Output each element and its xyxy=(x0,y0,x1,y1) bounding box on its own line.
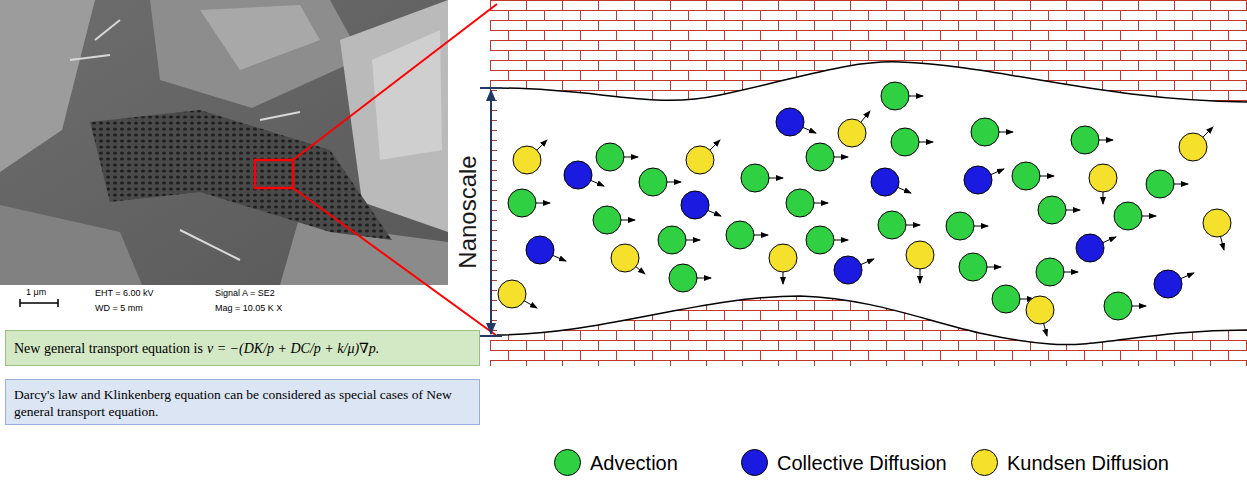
legend-text: Collective Diffusion xyxy=(777,451,947,475)
zoom-line xyxy=(293,4,497,160)
legend-entry: Kundsen Diffusion xyxy=(971,449,1169,476)
transport-equation: v = −(DK/p + DC/p + k/μ)∇p. xyxy=(207,341,379,356)
sem-image xyxy=(0,0,448,285)
legend-text: Advection xyxy=(590,451,678,475)
scale-label: 1 μm xyxy=(26,287,46,297)
legend-entry: Collective Diffusion xyxy=(741,449,947,476)
sem-parameter: Mag = 10.05 K X xyxy=(215,303,282,313)
dimension-label: Nanoscale xyxy=(454,155,482,268)
legend-swatch xyxy=(554,449,581,476)
legend-swatch xyxy=(741,449,768,476)
molecules xyxy=(498,82,1231,336)
scale-bar xyxy=(20,299,58,307)
note-text: Darcy's law and Klinkenberg equation can… xyxy=(14,387,452,419)
brick-wall xyxy=(490,0,1247,366)
channel-wall xyxy=(497,296,1247,345)
legend-text: Kundsen Diffusion xyxy=(1007,451,1169,475)
legend-entry: Advection xyxy=(554,449,678,476)
note-box: Darcy's law and Klinkenberg equation can… xyxy=(5,379,480,425)
sem-parameter: Signal A = SE2 xyxy=(215,288,275,298)
channel-wall xyxy=(497,62,1247,102)
legend-swatch xyxy=(971,449,998,476)
sem-parameter: EHT = 6.00 kV xyxy=(95,288,154,298)
equation-intro: New general transport equation is xyxy=(14,341,203,356)
sem-parameter: WD = 5 mm xyxy=(95,303,143,313)
nano-channel xyxy=(497,62,1247,345)
equation-box: New general transport equation is v = −(D… xyxy=(5,330,480,366)
